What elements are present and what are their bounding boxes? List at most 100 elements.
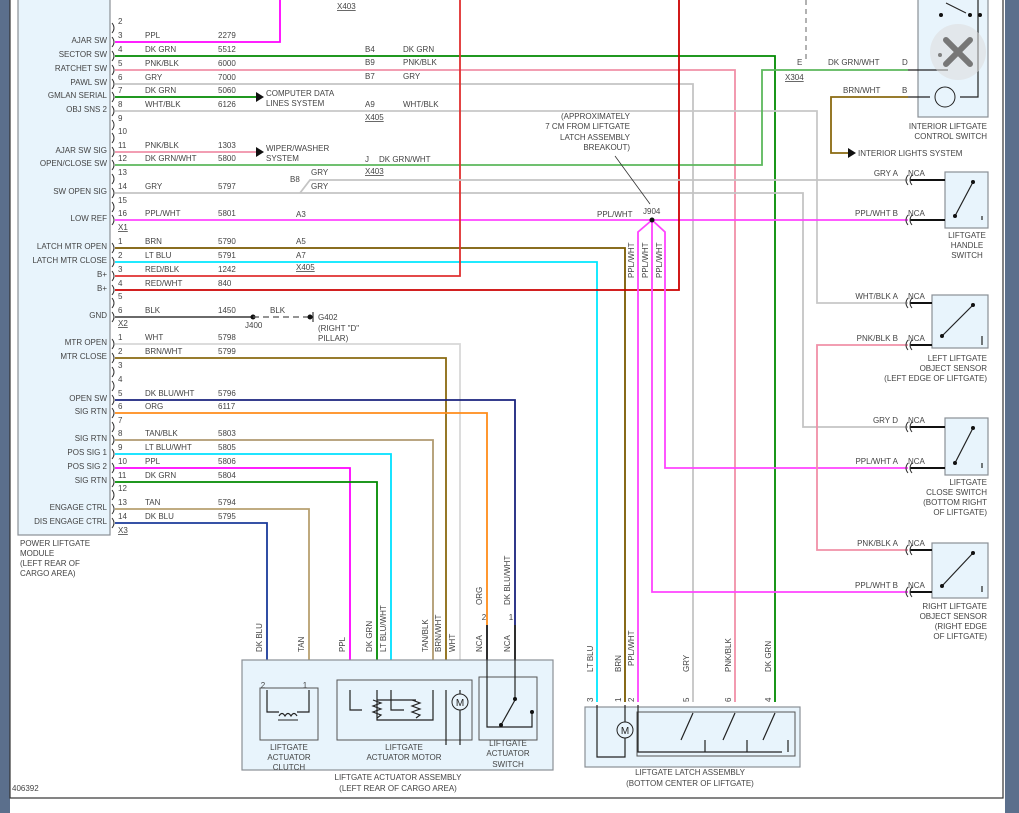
actuator-wire-label: TAN/BLK [421, 619, 430, 652]
circuit-number: 5797 [218, 182, 236, 191]
interior-b-wire: BRN/WHT [843, 86, 880, 95]
terminal-icon [111, 214, 115, 226]
nca-label: NCA [908, 539, 926, 548]
pin-number: 15 [118, 196, 127, 205]
wire-color-label: BRN/WHT [145, 347, 182, 356]
pin-number: 9 [118, 443, 123, 452]
motor-name-1: LIFTGATE [385, 743, 423, 752]
nca-label: NCA [908, 457, 926, 466]
inline-x403-top: X403 [337, 2, 356, 11]
wire-color-label: DK GRN [145, 471, 176, 480]
wire-color-label: TAN [145, 498, 161, 507]
pin-number: 4 [118, 45, 123, 54]
clutch-name-2: ACTUATOR [267, 753, 310, 762]
wire-color-label: DK GRN [145, 86, 176, 95]
terminal-icon [111, 421, 115, 433]
actuator-assembly-name-1: LIFTGATE ACTUATOR ASSEMBLY [335, 773, 463, 782]
actuator-assembly-name-2: (LEFT REAR OF CARGO AREA) [339, 784, 457, 793]
pin-number: 14 [118, 512, 127, 521]
wire-X1-4 [115, 55, 776, 702]
terminal-icon [111, 489, 115, 501]
actuator-wire-label: DK GRN [365, 621, 374, 652]
inline-a9-wire: WHT/BLK [403, 100, 439, 109]
component-name: RIGHT LIFTGATE [922, 602, 987, 611]
wire-color-label: ORG [145, 402, 163, 411]
terminal-icon [111, 352, 115, 364]
inline-e: E [797, 58, 802, 67]
wiper-1[interactable]: WIPER/WASHER [266, 144, 329, 153]
terminal-icon [111, 91, 115, 103]
pin-number: 3 [118, 31, 123, 40]
note-4: BREAKOUT) [583, 143, 630, 152]
pin-number: 4 [118, 375, 123, 384]
pin-number: 6 [118, 73, 123, 82]
pin-wire-label: PPL/WHT B [855, 209, 898, 218]
wire-color-label: DK GRN/WHT [145, 154, 197, 163]
circuit-number: 5804 [218, 471, 236, 480]
inline-j-wire: DK GRN/WHT [379, 155, 431, 164]
pin-number: 6 [118, 306, 123, 315]
note-leader [614, 155, 651, 205]
component-name: OBJECT SENSOR [920, 612, 988, 621]
pin-number: 5 [118, 389, 123, 398]
module-signal-label: ENGAGE CTRL [50, 503, 108, 512]
wire-color-label: PNK/BLK [145, 59, 179, 68]
component-name: OF LIFTGATE) [933, 632, 987, 641]
wiper-2[interactable]: SYSTEM [266, 154, 299, 163]
pin-wire-label: PPL/WHT A [855, 457, 898, 466]
terminal-icon [111, 242, 115, 254]
module-signal-label: DIS ENGAGE CTRL [34, 517, 107, 526]
pin-number: 13 [118, 168, 127, 177]
actuator-wire-label: NCA [475, 634, 484, 652]
inline-b7: B7 [365, 72, 375, 81]
liftgate-actuator-assembly[interactable]: M LIFTGATE ACTUATOR CLUTCH LIFTGATE ACTU… [241, 613, 554, 793]
close-overlay-button[interactable] [930, 24, 986, 80]
latch-pin-number: 4 [764, 697, 773, 702]
terminal-icon [111, 78, 115, 90]
terminal-icon [111, 448, 115, 460]
wire-color-label: LT BLU/WHT [145, 443, 192, 452]
wire-X3-9 [115, 453, 392, 690]
circuit-number: 5800 [218, 154, 236, 163]
pin-number: 6 [118, 402, 123, 411]
terminal-icon [111, 201, 115, 213]
module-signal-label: AJAR SW SIG [55, 146, 107, 155]
switch-name-2: ACTUATOR [486, 749, 529, 758]
connector-x1: X1 [118, 223, 128, 232]
interior-lights-link[interactable]: INTERIOR LIGHTS SYSTEM [858, 149, 963, 158]
circuit-number: 6126 [218, 100, 236, 109]
circuit-number: 5060 [218, 86, 236, 95]
nca-label: NCA [908, 169, 926, 178]
inline-b4: B4 [365, 45, 375, 54]
terminal-icon [111, 159, 115, 171]
switch-pin-1: 1 [509, 613, 514, 622]
liftgate-latch-assembly[interactable]: M LIFTGATE LATCH ASSEMBLY (BOTTOM CENTER… [584, 705, 801, 788]
close-x-icon [943, 37, 973, 67]
computer-data-1[interactable]: COMPUTER DATA [266, 89, 335, 98]
circuit-number: 6000 [218, 59, 236, 68]
j904-branch-1: PPL/WHT [627, 242, 636, 278]
computer-data-2[interactable]: LINES SYSTEM [266, 99, 325, 108]
inline-j: J [365, 155, 369, 164]
wire-color-label: PPL [145, 457, 161, 466]
note-3: LATCH ASSEMBLY [560, 133, 631, 142]
pin-number: 1 [118, 237, 123, 246]
terminal-icon [111, 297, 115, 309]
module-signal-label: LATCH MTR CLOSE [32, 256, 107, 265]
component-name: LIFTGATE [948, 231, 986, 240]
inline-b8-wire-2: GRY [311, 182, 329, 191]
interior-switch-name-2: CONTROL SWITCH [914, 132, 987, 141]
wire-interior-lights [830, 96, 908, 154]
terminal-icon [111, 503, 115, 515]
wire-X3-6 [115, 412, 488, 625]
component-name: SWITCH [951, 251, 983, 260]
actuator-wire-label: BRN/WHT [434, 615, 443, 652]
pin-number: 11 [118, 471, 127, 480]
pin-number: 13 [118, 498, 127, 507]
